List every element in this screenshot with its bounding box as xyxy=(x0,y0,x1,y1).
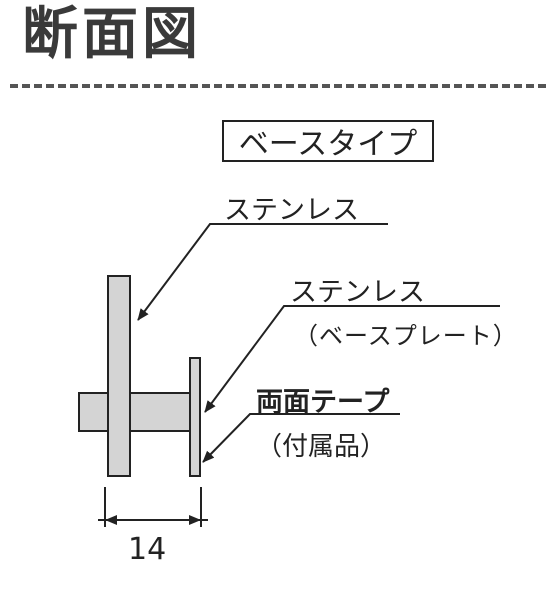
base-plate xyxy=(189,357,201,477)
leader-line-base-plate xyxy=(204,305,500,413)
dimension-value: 14 xyxy=(128,532,167,567)
type-label-box: ベースタイプ xyxy=(222,120,434,162)
page-title: 断面図 xyxy=(22,2,202,67)
label-stainless-post: ステンレス xyxy=(224,195,359,226)
dashed-divider xyxy=(10,84,546,88)
label-double-sided-tape: 両面テープ xyxy=(256,387,390,418)
stainless-post xyxy=(107,275,131,477)
label-stainless-base: ステンレス xyxy=(290,277,425,308)
leader-line-tape xyxy=(202,413,400,463)
leader-line-stainless-post xyxy=(137,223,388,321)
dimension-arrow-right xyxy=(189,515,201,525)
label-accessory: （付属品） xyxy=(256,432,387,462)
label-base-plate: （ベースプレート） xyxy=(294,322,518,350)
dimension-arrow-left xyxy=(105,515,117,525)
type-label: ベースタイプ xyxy=(238,127,418,162)
horizontal-shaft xyxy=(78,392,192,432)
